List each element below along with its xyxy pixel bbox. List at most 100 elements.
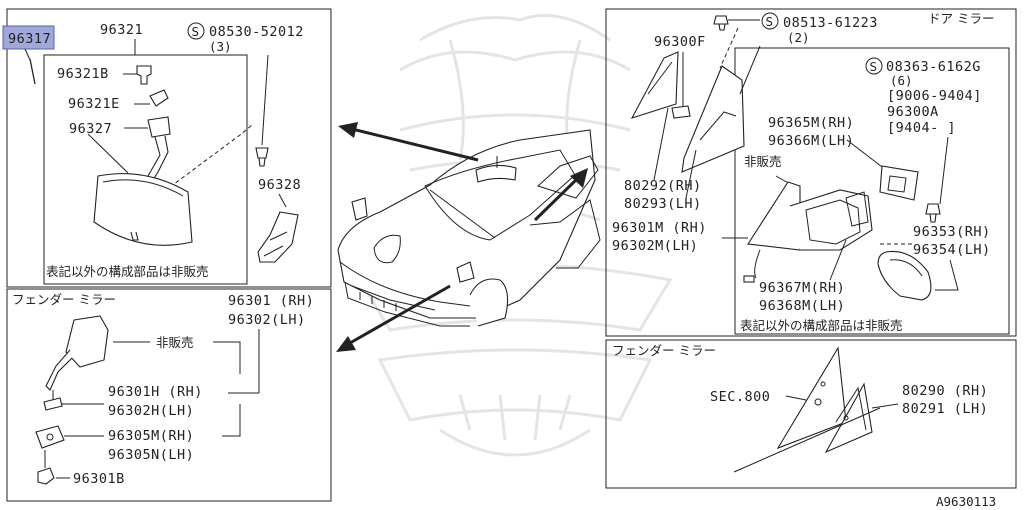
not-sold-note-left: 表記以外の構成部品は非販売 bbox=[46, 264, 209, 279]
not-sold-label-door: 非販売 bbox=[744, 154, 782, 169]
leader-96353 bbox=[935, 259, 959, 291]
leader-80292 bbox=[653, 107, 669, 181]
leader-96317 bbox=[24, 48, 31, 61]
part-label-96321B[interactable]: 96321B bbox=[57, 66, 109, 82]
part-label-96327[interactable]: 96327 bbox=[69, 121, 112, 137]
door-mirror-base-drawing bbox=[747, 181, 801, 251]
part-label-96305M[interactable]: 96305M(RH) bbox=[108, 428, 194, 444]
fender-mirror-head-drawing bbox=[65, 315, 109, 368]
inner-mirror-drawing bbox=[93, 173, 193, 246]
leader-long-fender bbox=[733, 407, 881, 473]
date-range-2: [9404- ] bbox=[887, 120, 956, 136]
screw-symbol-icon-door-2: S bbox=[865, 57, 883, 75]
leader-96365M bbox=[846, 139, 887, 171]
cover-part-drawing bbox=[149, 89, 169, 107]
part-qty-08530-52012: (3) bbox=[209, 39, 232, 54]
panel-fender-left-frame bbox=[6, 288, 332, 502]
door-mirror-subframe bbox=[734, 47, 1010, 335]
part-label-96300A[interactable]: 96300A bbox=[887, 104, 939, 120]
bolt-part-drawing bbox=[136, 65, 152, 85]
part-label-96302M[interactable]: 96302M(LH) bbox=[612, 238, 698, 254]
panel-door-mirror-frame bbox=[605, 8, 1017, 337]
highlighted-part-marker[interactable] bbox=[2, 25, 55, 50]
panel-title-door-mirror: ドア ミラー bbox=[928, 11, 994, 26]
part-label-80291[interactable]: 80291 (LH) bbox=[902, 401, 988, 417]
dashed-link-screw bbox=[169, 124, 253, 188]
svg-text:S: S bbox=[870, 59, 878, 74]
not-sold-label-left: 非販売 bbox=[156, 335, 194, 350]
part-label-96328[interactable]: 96328 bbox=[258, 177, 301, 193]
part-label-96302[interactable]: 96302(LH) bbox=[228, 312, 306, 328]
car-illustration bbox=[337, 129, 601, 327]
svg-text:S: S bbox=[192, 24, 200, 39]
inner-mirror-subframe bbox=[43, 54, 248, 285]
part-label-80290[interactable]: 80290 (RH) bbox=[902, 383, 988, 399]
part-label-08363-6162G[interactable]: 08363-6162G bbox=[886, 59, 981, 75]
fender-mirror-stem-drawing bbox=[45, 349, 73, 391]
part-label-96300F[interactable]: 96300F bbox=[654, 34, 706, 50]
leader-96367M bbox=[829, 239, 847, 281]
door-screw-2-drawing bbox=[925, 203, 941, 223]
part-label-96321[interactable]: 96321 bbox=[100, 22, 143, 38]
panel-title-fender-right: フェンダー ミラー bbox=[612, 343, 716, 358]
nut-part-drawing bbox=[37, 467, 55, 485]
leader-subframe bbox=[739, 45, 761, 95]
part-label-80293[interactable]: 80293(LH) bbox=[624, 196, 702, 212]
part-label-96321E[interactable]: 96321E bbox=[68, 96, 120, 112]
door-screw-drawing bbox=[713, 15, 729, 31]
fender-corner-rh-drawing bbox=[776, 346, 847, 450]
base-part-drawing bbox=[35, 425, 65, 449]
leader-80290 bbox=[871, 403, 899, 409]
part-label-96301M[interactable]: 96301M (RH) bbox=[612, 220, 707, 236]
date-range-1: [9006-9404] bbox=[887, 88, 982, 104]
panel-title-fender-left: フェンダー ミラー bbox=[12, 292, 116, 307]
gasket-part-drawing bbox=[43, 397, 63, 411]
mirror-tab-drawing bbox=[130, 231, 139, 241]
clip-part-drawing bbox=[29, 58, 36, 85]
mirror-glass-drawing bbox=[879, 165, 919, 201]
door-mirror-actuator-drawing bbox=[789, 189, 873, 251]
part-label-96301H[interactable]: 96301H (RH) bbox=[108, 384, 203, 400]
part-label-96302H[interactable]: 96302H(LH) bbox=[108, 403, 194, 419]
leader-sec bbox=[785, 395, 807, 401]
cover-detail-line bbox=[263, 231, 288, 257]
part-label-96354[interactable]: 96354(LH) bbox=[913, 242, 991, 258]
part-label-96305N[interactable]: 96305N(LH) bbox=[108, 447, 194, 463]
mirror-housing-drawing bbox=[877, 250, 932, 301]
wire-drawing bbox=[754, 249, 761, 279]
bracket-96305M bbox=[222, 404, 241, 437]
part-label-96368M[interactable]: 96368M(LH) bbox=[759, 298, 845, 314]
panel-fender-right-frame bbox=[605, 339, 1017, 489]
panel-inner-mirror-frame bbox=[6, 8, 332, 288]
part-qty-08363-6162G: (6) bbox=[890, 73, 913, 88]
corner-piece-lh-drawing bbox=[681, 65, 745, 173]
screw-symbol-icon-door-1: S bbox=[761, 12, 779, 30]
bracket-part-drawing bbox=[147, 116, 171, 138]
part-label-96365M[interactable]: 96365M(RH) bbox=[768, 115, 854, 131]
part-label-96317[interactable]: 96317 bbox=[8, 31, 51, 47]
section-ref-label[interactable]: SEC.800 bbox=[710, 389, 770, 405]
clip-door-drawing bbox=[671, 105, 691, 119]
dashed-link-door-screw bbox=[719, 27, 739, 69]
part-qty-08513-61223: (2) bbox=[787, 30, 810, 45]
svg-text:S: S bbox=[766, 14, 774, 29]
part-label-08530-52012[interactable]: 08530-52012 bbox=[209, 24, 304, 40]
pointer-arrows bbox=[336, 122, 588, 352]
leader-80293 bbox=[685, 149, 697, 199]
part-label-08513-61223[interactable]: 08513-61223 bbox=[783, 15, 878, 31]
figure-code: A9630113 bbox=[936, 494, 996, 509]
not-sold-note-door: 表記以外の構成部品は非販売 bbox=[740, 318, 903, 333]
part-label-96301[interactable]: 96301 (RH) bbox=[228, 293, 314, 309]
part-label-96353[interactable]: 96353(RH) bbox=[913, 224, 991, 240]
part-label-80292[interactable]: 80292(RH) bbox=[624, 178, 702, 194]
leader-line-left bbox=[87, 133, 129, 174]
part-label-96367M[interactable]: 96367M(RH) bbox=[759, 280, 845, 296]
part-label-96366M[interactable]: 96366M(LH) bbox=[768, 133, 854, 149]
leader-not-sold-right bbox=[213, 341, 241, 374]
mirror-face-line bbox=[102, 179, 184, 197]
part-label-96301B[interactable]: 96301B bbox=[73, 471, 125, 487]
leader-96328 bbox=[278, 193, 287, 208]
leader-08530 bbox=[261, 54, 269, 146]
mirror-cover-drawing bbox=[257, 211, 299, 263]
